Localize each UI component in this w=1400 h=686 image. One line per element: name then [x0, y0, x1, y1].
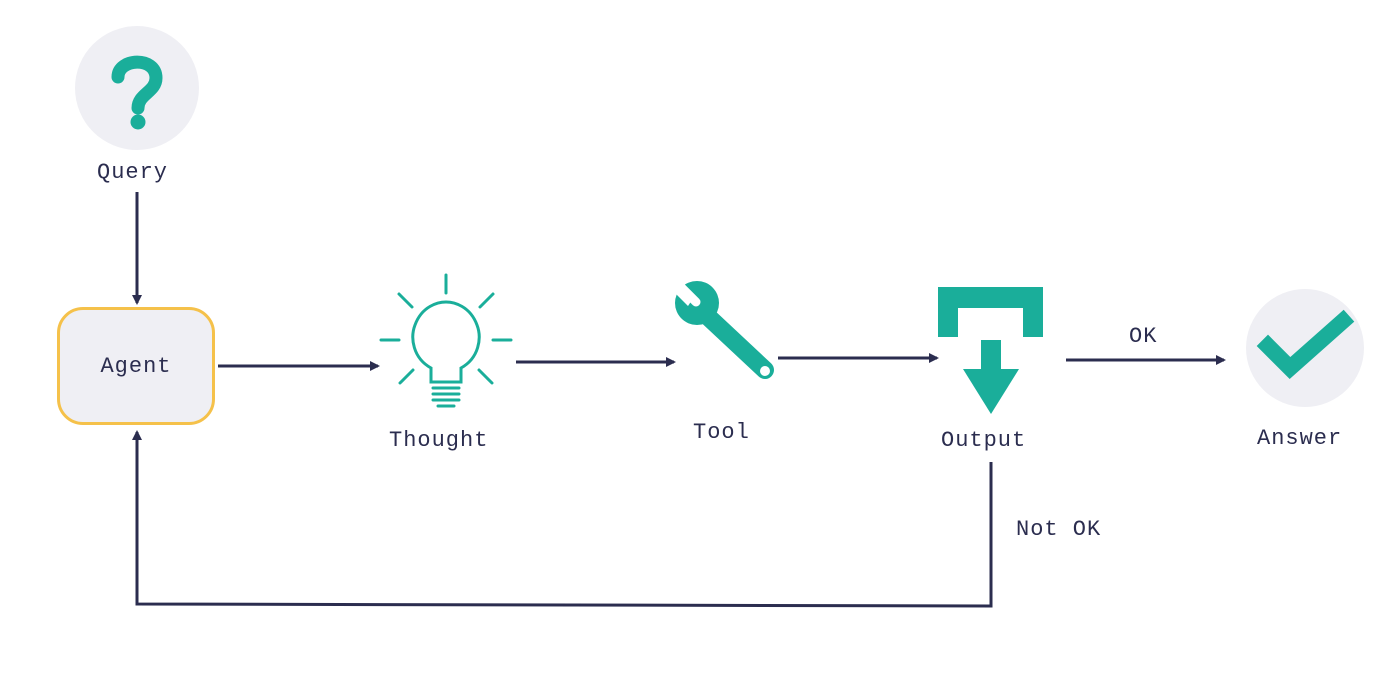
question-mark-icon [75, 26, 199, 150]
wrench-icon [671, 277, 774, 379]
output-label: Output [941, 428, 1027, 453]
ok-edge-label: OK [1129, 324, 1158, 349]
not-ok-edge-label: Not OK [1016, 517, 1102, 542]
tool-label: Tool [693, 420, 750, 445]
arrow-output-to-agent-loop [132, 430, 993, 608]
lightbulb-icon [379, 273, 513, 408]
agent-node: Agent [57, 307, 215, 425]
agent-label: Agent [100, 353, 172, 379]
checkmark-icon [1246, 289, 1364, 407]
output-tray-icon [938, 287, 1043, 414]
thought-label: Thought [389, 428, 489, 453]
answer-label: Answer [1257, 426, 1343, 451]
query-label: Query [97, 160, 169, 185]
